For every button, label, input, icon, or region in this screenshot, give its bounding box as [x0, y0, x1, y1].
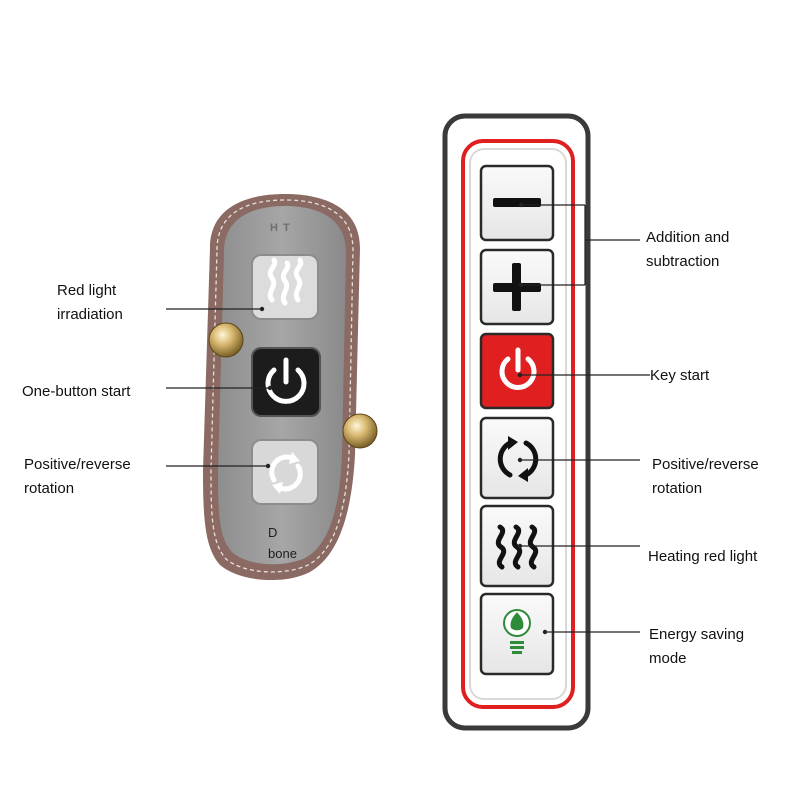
heating-red-light-label: Heating red light	[648, 548, 758, 565]
rotation-button[interactable]	[479, 416, 555, 500]
left-remote	[203, 194, 378, 581]
rotation-button[interactable]	[251, 439, 319, 505]
eco-bulb-icon	[503, 609, 531, 654]
rotation-icon	[497, 440, 539, 478]
right-remote	[442, 113, 591, 731]
left-leader-lines	[166, 308, 270, 467]
model-mark-bone: bone	[268, 546, 297, 561]
right-leader-lines	[520, 204, 650, 633]
power-icon	[499, 347, 537, 390]
model-mark-d: D	[268, 525, 278, 540]
rotation-icon	[269, 454, 303, 492]
heat-waves-icon	[267, 257, 304, 306]
addition-subtraction-label: Addition and subtraction	[646, 229, 730, 270]
power-icon	[265, 357, 307, 404]
rotation-label: Positive/reverse rotation	[24, 456, 131, 497]
brand-mark: H T	[270, 222, 291, 234]
right-rivet	[342, 413, 378, 449]
stitching	[210, 199, 354, 573]
one-button-start-label: One-button start	[22, 383, 131, 400]
inner-grey-border	[469, 148, 567, 700]
energy-saving-label: Energy saving mode	[649, 626, 745, 667]
red-light-label: Red light irradiation	[57, 282, 123, 323]
rotation-label-right: Positive/reverse rotation	[652, 456, 759, 497]
key-start-label: Key start	[650, 367, 710, 384]
heat-waves-icon	[495, 524, 539, 570]
left-rivet	[208, 322, 244, 358]
red-border	[461, 139, 575, 709]
minus-icon	[493, 198, 541, 207]
